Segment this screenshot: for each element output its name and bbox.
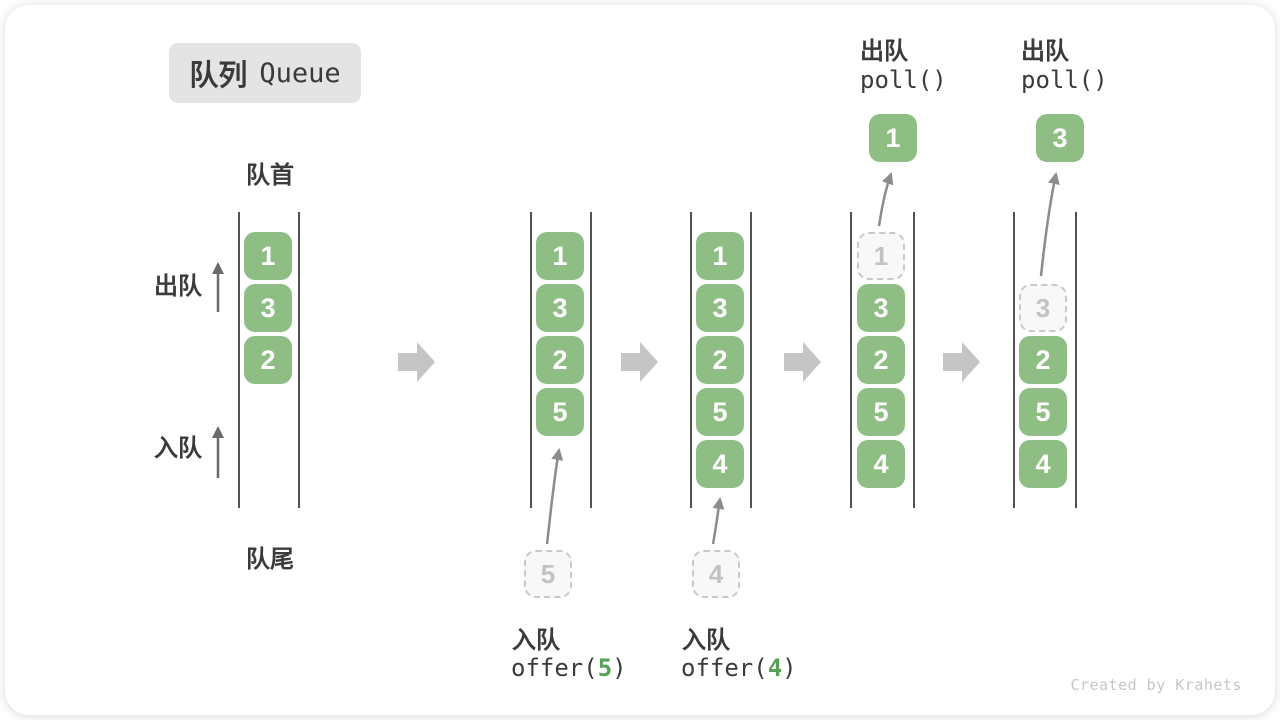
queue3-block: 5	[696, 388, 744, 436]
queue2-block: 1	[536, 232, 584, 280]
queue5-block: 2	[1019, 336, 1067, 384]
queue1-block: 1	[244, 232, 292, 280]
code-arg: 5	[597, 654, 613, 682]
code-text: )	[782, 654, 797, 682]
title-en: Queue	[259, 57, 341, 89]
queue-rear-label: 队尾	[246, 546, 294, 573]
code-text: )	[612, 654, 627, 682]
queue5-wall-right	[1075, 212, 1077, 508]
dequeue-op-label: 出队	[1021, 38, 1069, 65]
poll-removed-slot: 1	[857, 232, 905, 280]
diagram-card	[5, 5, 1275, 715]
queue2-wall-left	[530, 212, 532, 508]
queue3-wall-right	[750, 212, 752, 508]
poll-removed-slot: 3	[1019, 284, 1067, 332]
queue4-block: 4	[857, 440, 905, 488]
queue3-block: 3	[696, 284, 744, 332]
dequeue-side-label: 出队	[154, 273, 202, 300]
queue2-block: 2	[536, 336, 584, 384]
enqueue-pending-box: 5	[524, 550, 572, 598]
code-text: offer(	[681, 654, 768, 682]
enqueue-op-code: offer(5)	[511, 654, 627, 682]
poll-result-block: 3	[1036, 114, 1084, 162]
queue1-wall-right	[298, 212, 300, 508]
queue4-block: 3	[857, 284, 905, 332]
title-zh: 队列	[189, 60, 248, 92]
queue4-wall-left	[850, 212, 852, 508]
title-badge: 队列 Queue	[169, 43, 361, 103]
queue5-block: 5	[1019, 388, 1067, 436]
queue2-block: 5	[536, 388, 584, 436]
enqueue-op-label: 入队	[512, 627, 560, 654]
dequeue-op-code: poll()	[1021, 66, 1108, 94]
poll-result-block: 1	[869, 114, 917, 162]
enqueue-side-label: 入队	[154, 435, 202, 462]
code-arg: 4	[767, 654, 783, 682]
queue3-block: 2	[696, 336, 744, 384]
code-text: offer(	[511, 654, 598, 682]
queue3-block: 1	[696, 232, 744, 280]
queue1-block: 2	[244, 336, 292, 384]
queue5-block: 4	[1019, 440, 1067, 488]
queue1-block: 3	[244, 284, 292, 332]
dequeue-op-code: poll()	[860, 66, 947, 94]
queue5-wall-left	[1013, 212, 1015, 508]
queue3-wall-left	[690, 212, 692, 508]
queue1-wall-left	[238, 212, 240, 508]
queue2-wall-right	[590, 212, 592, 508]
enqueue-op-code: offer(4)	[681, 654, 797, 682]
enqueue-op-label: 入队	[682, 627, 730, 654]
queue4-wall-right	[913, 212, 915, 508]
watermark: Created by Krahets	[1070, 676, 1242, 694]
queue-front-label: 队首	[246, 162, 294, 189]
queue2-block: 3	[536, 284, 584, 332]
dequeue-op-label: 出队	[860, 38, 908, 65]
queue3-block: 4	[696, 440, 744, 488]
queue4-block: 2	[857, 336, 905, 384]
queue4-block: 5	[857, 388, 905, 436]
enqueue-pending-box: 4	[692, 550, 740, 598]
